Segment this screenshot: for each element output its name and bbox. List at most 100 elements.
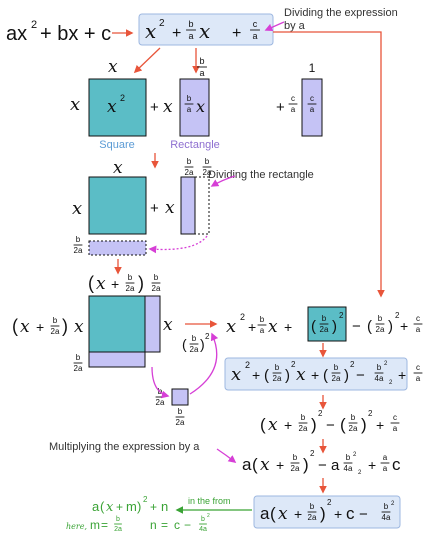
row4-top-plus: + xyxy=(111,276,119,292)
arrow-annotation-multiplying xyxy=(216,448,237,463)
exprB-plus1: + xyxy=(252,367,260,383)
row3-bottom-frac-den: 2a xyxy=(74,246,83,255)
row3-moved-strip xyxy=(88,240,147,256)
here-n-frac-den: 4a xyxy=(199,526,207,533)
div-x2: x xyxy=(199,19,210,43)
exprD-a2: a xyxy=(331,457,340,474)
exprA-frac-b2a2-num: b xyxy=(378,314,383,323)
exprC-rparen2: ) xyxy=(361,415,367,434)
div-x: x xyxy=(145,19,156,43)
square-left-x: x xyxy=(70,94,80,115)
exprA-lparen2: ( xyxy=(367,318,372,335)
rectangle-label: Rectangle xyxy=(170,139,220,151)
here-n-eq: = xyxy=(161,518,168,532)
row4-top-lparen: ( xyxy=(88,273,94,293)
row4-top-x: x xyxy=(96,274,106,294)
form-plus2: + xyxy=(150,500,157,514)
exprB-lparen2: ( xyxy=(323,367,328,384)
c-a-frac-num: c xyxy=(291,94,295,103)
exprC-plus2: + xyxy=(376,417,384,433)
row3-top-frac1-den: 2a xyxy=(185,168,194,177)
exprE-c: c xyxy=(346,504,355,523)
exprE-rparen: ) xyxy=(320,504,326,523)
here-label: here, xyxy=(66,522,87,531)
exprA-plus1: + xyxy=(248,319,256,335)
row4-top-rparen: ) xyxy=(138,273,144,293)
row3-rect-half1 xyxy=(180,176,196,235)
row3-top-frac2-den: 2a xyxy=(203,168,212,177)
exprE-x: x xyxy=(278,504,288,524)
small-square-left-frac-den: 2a xyxy=(156,398,165,407)
rect-inner-b-a-den: a xyxy=(187,105,192,114)
exprB-x: x xyxy=(231,364,241,385)
exprB-rparen: ) xyxy=(285,367,290,384)
exprB-sup2: 2 xyxy=(291,360,296,369)
exprE-plus1: + xyxy=(294,506,302,522)
exprC-frac-ca-num: c xyxy=(393,413,397,422)
form-rparen: ) xyxy=(137,499,141,514)
row4-rect-bottom xyxy=(88,351,146,368)
rectangle-bx xyxy=(179,78,210,137)
form-n: n xyxy=(161,499,168,514)
here-m: m xyxy=(90,518,100,532)
row3-plus: + xyxy=(150,200,159,217)
row3-left-x: x xyxy=(72,198,82,219)
exprD-rparen: ) xyxy=(303,455,309,474)
form-a: a xyxy=(92,499,100,514)
here-m-frac-den: 2a xyxy=(114,526,122,533)
annotation-dividing-expression-1: Dividing the expression xyxy=(284,7,398,19)
rect-top-b-a-num: b xyxy=(199,56,204,66)
exprD-frac-b2-4a2-den: 4a xyxy=(344,464,353,473)
exprE-plus2: + xyxy=(334,506,342,522)
exprB-minus: − xyxy=(356,367,365,384)
exprB-frac2-num: b xyxy=(334,363,339,372)
square-top-x: x xyxy=(108,57,118,77)
exprD-frac-aa-num: a xyxy=(383,453,388,462)
here-c: c xyxy=(174,518,180,532)
exprA-frac-ca-den: a xyxy=(416,325,421,334)
c-a-inner-frac-den: a xyxy=(310,105,315,114)
square-inner-x: x xyxy=(107,97,117,117)
square-label: Square xyxy=(99,139,134,151)
exprC-frac2-den: 2a xyxy=(349,424,358,433)
small-square xyxy=(171,388,189,406)
exprB-sup3: 2 xyxy=(350,360,355,369)
small-sq-label-lparen: ( xyxy=(182,336,187,352)
arrow-annotation-rectangle xyxy=(210,175,236,187)
row4-top-frac2-den: 2a xyxy=(152,284,161,293)
exprA-x2: x xyxy=(268,317,278,337)
exprE-frac-num-sup: 2 xyxy=(391,501,395,507)
row4-bottom-frac-den: 2a xyxy=(74,364,83,373)
exprB-frac-ca-den: a xyxy=(416,374,421,383)
here-n-frac-num: b xyxy=(201,516,205,523)
exprD-frac1-num: b xyxy=(293,453,298,462)
one-label: 1 xyxy=(309,61,316,75)
row4-left-plus: + xyxy=(36,319,44,335)
exprA-minus: − xyxy=(352,318,361,335)
exprD-minus: − xyxy=(318,457,327,474)
exprE-a: a xyxy=(260,504,270,523)
exprD-frac-aa-den: a xyxy=(383,464,388,473)
exprD-frac-b2-4a2-num: b xyxy=(346,453,351,462)
square-xx xyxy=(88,78,147,137)
arrow-to-square xyxy=(133,47,161,74)
row4-left-frac-den: 2a xyxy=(51,327,60,336)
exprE-minus: − xyxy=(359,506,368,523)
row4-top-frac2-num: b xyxy=(154,273,159,282)
exprC-minus: − xyxy=(326,417,335,434)
exprA-lparen: ( xyxy=(311,318,316,335)
exprB-frac-b2-4a2-den: 4a xyxy=(375,374,384,383)
arrow-move-strip xyxy=(148,235,208,254)
row4-top-frac-num: b xyxy=(128,273,133,282)
div-plus2: + xyxy=(232,25,241,42)
here-n-frac-sup: 2 xyxy=(207,513,210,519)
row4-square xyxy=(88,295,146,353)
exprB-frac2-den: 2a xyxy=(332,374,341,383)
exprC-sup: 2 xyxy=(318,409,323,418)
top-expr-sup: 2 xyxy=(31,19,37,31)
rect-top-b-a-den: a xyxy=(199,68,204,78)
exprE-box xyxy=(253,495,401,529)
exprA-sup2: 2 xyxy=(339,311,344,320)
exprC-frac-ca-den: a xyxy=(393,424,398,433)
